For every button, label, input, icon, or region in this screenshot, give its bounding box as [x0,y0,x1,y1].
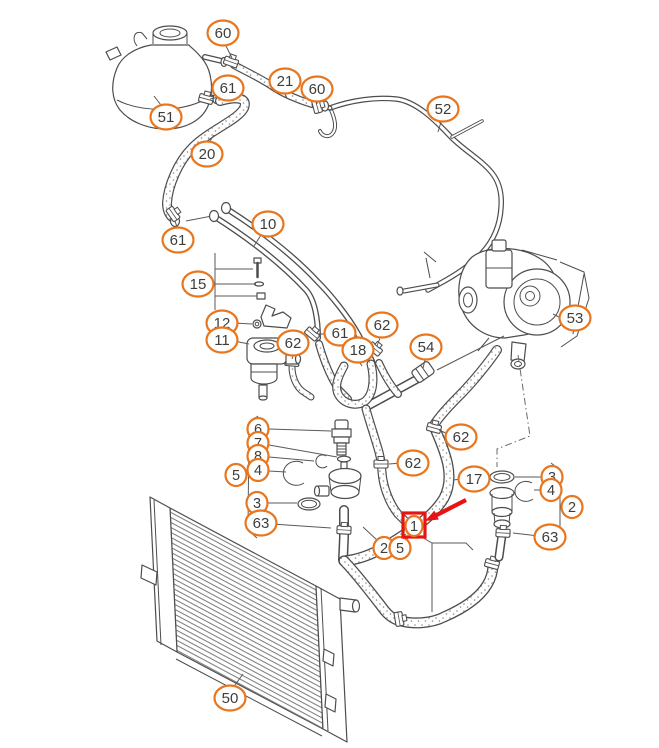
callout-53[interactable]: 53 [558,304,592,332]
svg-text:62: 62 [285,335,302,352]
callout-51[interactable]: 51 [149,103,183,131]
callout-5[interactable]: 5 [224,462,248,488]
svg-text:17: 17 [466,471,483,488]
callout-50[interactable]: 50 [213,684,247,712]
svg-text:8: 8 [254,449,262,465]
expansion-tank-drawing [105,25,229,130]
svg-text:3: 3 [253,496,261,512]
svg-text:2: 2 [380,541,388,557]
callout-54[interactable]: 54 [409,333,443,361]
callout-4[interactable]: 4 [246,457,270,483]
svg-text:52: 52 [435,101,452,118]
svg-text:60: 60 [215,25,232,42]
svg-text:1: 1 [410,519,418,535]
coolant-pipe-52-drawing [318,98,501,296]
selection-arrow [425,498,467,521]
callout-15[interactable]: 15 [181,270,215,298]
svg-text:4: 4 [547,483,555,499]
svg-text:62: 62 [374,317,391,334]
callout-60[interactable]: 60 [206,19,240,47]
svg-text:61: 61 [170,232,187,249]
coolant-pipes-10-drawing [208,201,373,362]
callout-61[interactable]: 61 [161,226,195,254]
callout-61[interactable]: 61 [211,74,245,102]
group-brackets [247,354,561,612]
callout-21[interactable]: 21 [268,67,302,95]
radiator-drawing [140,496,361,743]
svg-text:11: 11 [214,332,230,349]
callout-10[interactable]: 10 [251,210,285,238]
callout-62[interactable]: 62 [444,423,478,451]
callout-2[interactable]: 2 [560,494,584,520]
svg-text:62: 62 [405,455,422,472]
svg-text:61: 61 [332,325,349,342]
callout-63[interactable]: 63 [533,523,567,551]
svg-text:20: 20 [199,146,216,163]
callout-4[interactable]: 4 [539,477,563,503]
callout-62[interactable]: 62 [365,311,399,339]
callout-60[interactable]: 60 [300,75,334,103]
svg-text:15: 15 [190,276,207,293]
svg-text:60: 60 [309,81,326,98]
callout-63[interactable]: 63 [244,509,278,537]
pump-hose-drawing [292,335,505,425]
svg-text:63: 63 [542,529,559,546]
highlighted-callout-1[interactable]: 1 [401,511,427,539]
svg-text:21: 21 [277,73,294,90]
connector-2-drawing [489,470,534,557]
callout-5[interactable]: 5 [388,535,412,561]
svg-text:54: 54 [418,339,435,356]
callout-11[interactable]: 11 [205,326,239,354]
callout-62[interactable]: 62 [396,449,430,477]
water-pump-drawing [458,239,590,370]
svg-text:50: 50 [222,690,239,707]
aux-pump-drawing [246,337,302,401]
leader-lines [153,45,560,686]
svg-text:10: 10 [260,216,277,233]
callout-17[interactable]: 17 [457,465,491,493]
svg-text:4: 4 [254,463,262,479]
svg-text:53: 53 [567,310,584,327]
callout-52[interactable]: 52 [426,95,460,123]
callout-62[interactable]: 62 [276,329,310,357]
callout-20[interactable]: 20 [190,140,224,168]
svg-text:5: 5 [232,468,240,484]
callout-18[interactable]: 18 [341,336,375,364]
svg-text:62: 62 [453,429,470,446]
callout-61[interactable]: 61 [323,319,357,347]
thermo-housing-drawing [282,419,362,560]
svg-text:63: 63 [253,515,270,532]
svg-text:6: 6 [254,422,262,438]
fastener-set-drawing [214,253,266,310]
svg-text:51: 51 [158,109,175,126]
svg-text:18: 18 [350,342,367,359]
svg-text:2: 2 [568,500,576,516]
svg-text:61: 61 [220,80,237,97]
svg-text:5: 5 [396,541,404,557]
